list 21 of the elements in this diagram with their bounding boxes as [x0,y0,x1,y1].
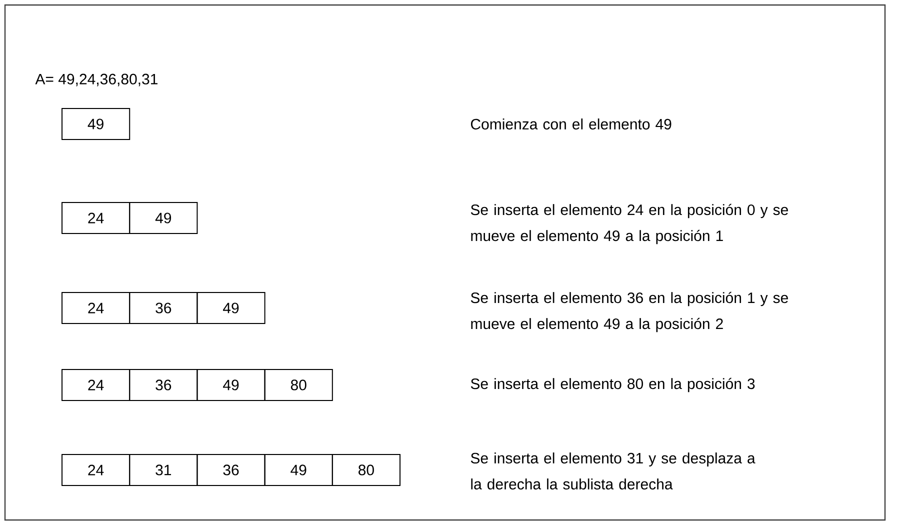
array-cell: 49 [129,202,198,234]
array-cell: 24 [62,454,130,486]
array-cell: 36 [196,454,266,486]
array-cell: 49 [264,454,333,486]
array-cell: 24 [62,369,130,401]
array-cell: 80 [264,369,333,401]
array-cell: 24 [62,292,130,324]
description-text: A= 49,24,36,80,31 [35,74,158,86]
array-cell: 36 [129,369,198,401]
array-cell: 24 [62,202,130,234]
array-cell: 36 [129,292,198,324]
array-cell: 49 [62,108,130,140]
array-cell: 31 [129,454,198,486]
description-text: Se inserta el elemento 80 en la posición 3 [470,378,755,392]
description-text: Se inserta el elemento 24 en la posición 0 y se mueve el elemento 49 a la posición 1 [470,204,788,244]
array-cell: 49 [196,292,266,324]
array-cell: 49 [196,369,266,401]
description-text: Comienza con el elemento 49 [470,118,672,130]
description-text: Se inserta el elemento 36 en la posición 1 y se mueve el elemento 49 a la posición 2 [470,292,788,332]
description-text: Se inserta el elemento 31 y se desplaza a la derecha la sublista derecha [470,452,756,490]
array-cell: 80 [332,454,400,486]
